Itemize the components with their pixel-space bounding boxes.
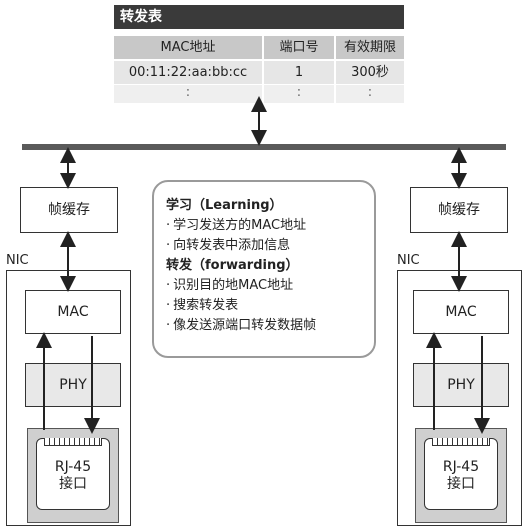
table-title: 转发表	[114, 5, 404, 29]
header-port-number: 端口号	[262, 36, 334, 59]
right-rj45-label: RJ-45	[442, 459, 480, 475]
cell-mac: 00:11:22:aa:bb:cc	[128, 65, 248, 80]
table-row-ellipsis: : : :	[114, 85, 404, 103]
forwarding-item: 识别目的地MAC地址	[166, 276, 374, 296]
right-phy-box: PHY	[413, 363, 509, 407]
forwarding-table: 转发表 MAC地址 端口号 有效期限 00:11:22:aa:bb:cc 1 3…	[114, 5, 404, 103]
left-frame-buffer: 帧缓存	[20, 187, 118, 233]
learning-item: 学习发送方的MAC地址	[166, 216, 374, 236]
info-panel: 学习（Learning） 学习发送方的MAC地址 向转发表中添加信息 转发（fo…	[152, 180, 376, 358]
switch-backbone-bar	[22, 144, 506, 150]
left-phy-box: PHY	[25, 363, 121, 407]
right-nic-label: NIC	[397, 253, 420, 268]
left-interface-label: 接口	[59, 476, 87, 492]
left-nic-label: NIC	[6, 253, 29, 268]
table-row: 00:11:22:aa:bb:cc 1 300秒	[114, 61, 404, 84]
header-mac-address: MAC地址	[160, 40, 216, 55]
learning-item: 向转发表中添加信息	[166, 236, 374, 256]
forwarding-item: 搜索转发表	[166, 296, 374, 316]
cell-port: 1	[262, 61, 334, 84]
right-rj45-port: RJ-45 接口	[424, 438, 498, 510]
forwarding-item: 像发送源端口转发数据帧	[166, 316, 374, 336]
cell-ellipsis: :	[185, 85, 191, 100]
left-rj45-label: RJ-45	[54, 459, 92, 475]
right-mac-box: MAC	[413, 290, 509, 334]
left-mac-box: MAC	[25, 290, 121, 334]
right-frame-buffer: 帧缓存	[410, 187, 508, 233]
learning-title: 学习（Learning）	[166, 198, 283, 213]
right-interface-label: 接口	[447, 476, 475, 492]
left-rj45-pins-icon	[44, 438, 102, 446]
cell-ellipsis: :	[262, 85, 334, 103]
left-rj45-port: RJ-45 接口	[36, 438, 110, 510]
right-rj45-pins-icon	[432, 438, 490, 446]
table-header-row: MAC地址 端口号 有效期限	[114, 36, 404, 59]
cell-ellipsis: :	[334, 85, 404, 103]
forwarding-title: 转发（forwarding）	[166, 258, 299, 273]
header-expiry: 有效期限	[334, 36, 404, 59]
cell-expiry: 300秒	[334, 61, 404, 84]
